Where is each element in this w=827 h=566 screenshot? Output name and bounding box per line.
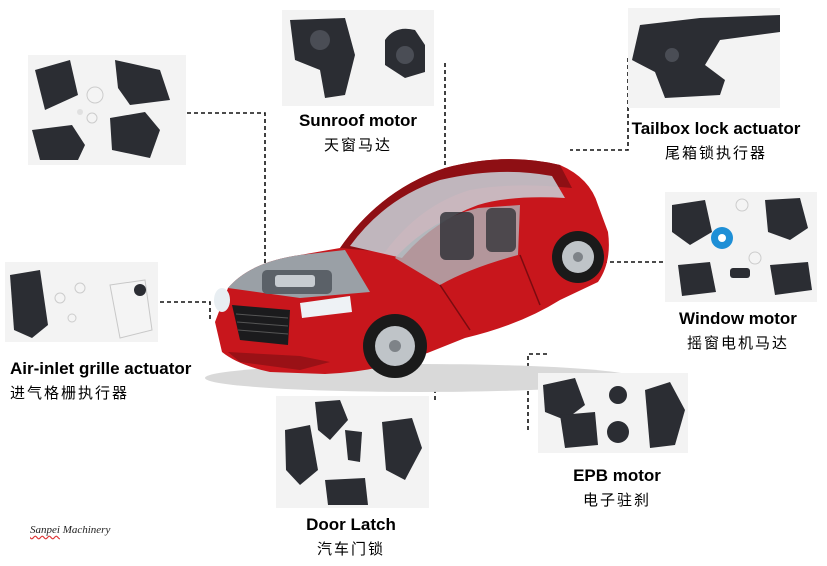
parts-epb: [538, 373, 688, 453]
parts-window: [665, 192, 817, 302]
label-tailbox: Tailbox lock actuator 尾箱锁执行器: [618, 119, 814, 163]
label-window: Window motor 摇窗电机马达: [668, 309, 808, 353]
label-door-zh: 汽车门锁: [316, 540, 385, 558]
label-door: Door Latch 汽车门锁: [296, 515, 406, 559]
label-tailbox-zh: 尾箱锁执行器: [664, 144, 767, 162]
parts-airinlet: [5, 262, 158, 342]
leader-line-airinlet: [160, 301, 211, 322]
label-sunroof-en: Sunroof motor: [298, 111, 418, 130]
label-airinlet: Air-inlet grille actuator 进气格栅执行器: [10, 359, 215, 403]
watermark-brand: Sanpei: [30, 524, 60, 536]
leader-line-top-left: [187, 112, 266, 265]
label-window-en: Window motor: [679, 309, 797, 328]
parts-sunroof: [282, 10, 434, 106]
label-epb-en: EPB motor: [573, 466, 661, 485]
watermark: Sanpei Machinery: [30, 524, 110, 536]
watermark-rest: Machinery: [59, 524, 111, 536]
parts-tailbox: [628, 8, 780, 108]
car-illustration: [205, 159, 635, 392]
label-tailbox-en: Tailbox lock actuator: [631, 119, 801, 138]
label-window-zh: 摇窗电机马达: [686, 334, 789, 352]
label-airinlet-en: Air-inlet grille actuator: [10, 359, 192, 378]
label-sunroof-zh: 天窗马达: [323, 136, 392, 154]
label-epb: EPB motor 电子驻刹: [562, 466, 672, 510]
parts-door: [276, 396, 429, 508]
label-sunroof: Sunroof motor 天窗马达: [288, 111, 428, 155]
parts-cluster-top-left: [28, 55, 186, 165]
label-airinlet-zh: 进气格栅执行器: [10, 384, 130, 402]
label-door-en: Door Latch: [306, 515, 396, 534]
label-epb-zh: 电子驻刹: [582, 491, 651, 509]
